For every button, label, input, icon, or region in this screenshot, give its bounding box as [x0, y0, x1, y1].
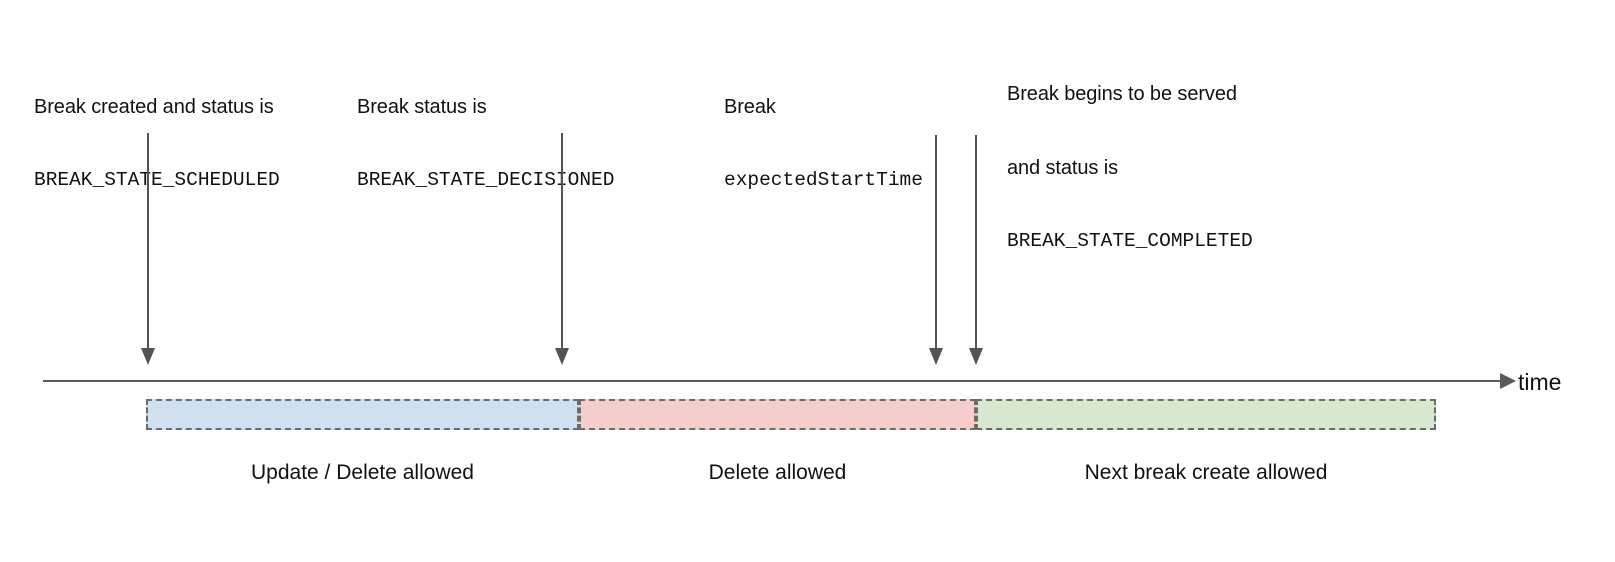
annotation-line: Break created and status is: [34, 96, 274, 119]
marker-stem: [147, 133, 149, 348]
arrow-down-icon: [929, 348, 943, 365]
annotation-break-decisioned: Break status is BREAK_STATE_DECISIONED: [357, 48, 614, 240]
annotation-break-completed: Break begins to be served and status is …: [1007, 35, 1253, 301]
arrow-right-icon: [1500, 373, 1516, 389]
marker-stem: [561, 133, 563, 348]
annotation-line-code: BREAK_STATE_COMPLETED: [1007, 230, 1253, 253]
marker-arrow-decisioned: [553, 133, 571, 365]
phase-caption-delete-allowed: Delete allowed: [708, 461, 847, 484]
marker-arrow-completed: [967, 135, 985, 365]
phase-bar-next-break-create-allowed: [976, 399, 1436, 430]
annotation-break-scheduled: Break created and status is BREAK_STATE_…: [34, 48, 280, 240]
annotation-break-expected-start-time: Break expectedStartTime: [724, 48, 923, 240]
marker-arrow-expected-start-time: [927, 135, 945, 365]
arrow-down-icon: [969, 348, 983, 365]
time-axis-line: [43, 380, 1500, 382]
time-axis-label: time: [1518, 369, 1562, 395]
annotation-line-code: BREAK_STATE_SCHEDULED: [34, 169, 280, 192]
phase-bar-update-delete-allowed: [146, 399, 579, 430]
annotation-line-code: expectedStartTime: [724, 169, 923, 192]
marker-stem: [935, 135, 937, 348]
phase-caption-next-break-create-allowed: Next break create allowed: [1084, 461, 1328, 484]
phase-caption-update-delete-allowed: Update / Delete allowed: [251, 461, 474, 484]
arrow-down-icon: [141, 348, 155, 365]
marker-stem: [975, 135, 977, 348]
arrow-down-icon: [555, 348, 569, 365]
annotation-line: Break: [724, 96, 776, 119]
annotation-line-code: BREAK_STATE_DECISIONED: [357, 169, 615, 192]
annotation-line: and status is: [1007, 157, 1118, 180]
phase-bar-delete-allowed: [579, 399, 976, 430]
annotation-line: Break status is: [357, 96, 487, 119]
marker-arrow-scheduled: [139, 133, 157, 365]
annotation-line: Break begins to be served: [1007, 83, 1237, 106]
